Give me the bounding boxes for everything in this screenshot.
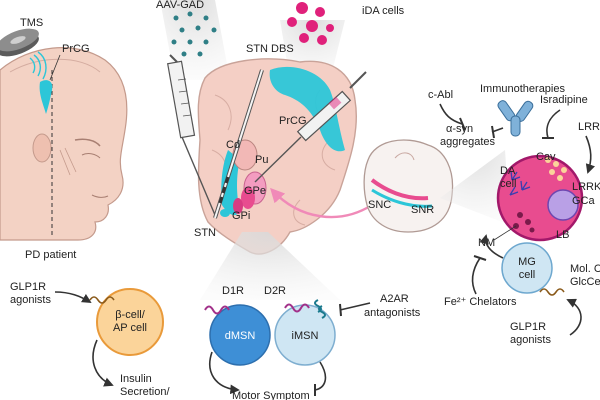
glp1r-left-arrow xyxy=(54,291,92,303)
mg-cell-label-2: cell xyxy=(519,269,536,281)
aav-gad-particles xyxy=(171,11,217,57)
c-abl-label: c-Abl xyxy=(428,89,453,101)
glp1r-receptor-left xyxy=(89,296,115,304)
glp1r-right-label-1: GLP1R xyxy=(510,321,546,333)
fe-inhibit-line xyxy=(471,257,481,295)
ida-cells-label: iDA cells xyxy=(362,5,405,17)
lrr-arrow xyxy=(585,135,595,174)
nigrostriatal-projection xyxy=(270,187,373,219)
midbrain-section xyxy=(363,139,454,233)
insulin-label-2: Secretion/ xyxy=(120,386,170,398)
pu-label: Pu xyxy=(255,154,268,166)
prcg-leader xyxy=(49,54,61,81)
alpha-syn-aggregates xyxy=(509,170,531,196)
tms-label: TMS xyxy=(20,17,43,29)
lewy-body xyxy=(547,189,579,221)
cortex-cyan-left xyxy=(221,150,240,216)
insulin-label-1: Insulin xyxy=(120,373,152,385)
prcg-label-left: PrCG xyxy=(62,43,90,55)
beta-cell xyxy=(96,288,164,356)
c-abl-inhibit-line xyxy=(439,103,463,125)
fe-inhibit-bar xyxy=(473,255,487,261)
lrr-label: LRR xyxy=(578,121,600,133)
asyn-label-1: α-syn xyxy=(446,123,473,135)
dmsn-motor-arrow xyxy=(209,351,240,395)
mg-cell xyxy=(501,242,553,294)
imsn-motor-line xyxy=(314,361,327,391)
a2ar-label-1: A2AR xyxy=(380,293,409,305)
ida-syringe xyxy=(254,71,367,183)
gpe-label: GPe xyxy=(244,185,266,197)
glp1r-left-label-1: GLP1R xyxy=(10,281,46,293)
gpe-region xyxy=(241,187,255,209)
asyn-label-2: aggregates xyxy=(440,136,496,148)
glp1r-right-arrow xyxy=(566,298,582,336)
pd-patient-head xyxy=(0,47,128,241)
lb-label: LB xyxy=(556,229,569,241)
d1r-label: D1R xyxy=(222,285,244,297)
a2ar-inhibit-bar xyxy=(339,303,342,317)
mol-label-1: Mol. C xyxy=(570,263,600,275)
a2ar-inhibit-line xyxy=(339,302,371,311)
beta-cell-label-2: AP cell xyxy=(113,322,147,334)
isradipine-label: Isradipine xyxy=(540,94,588,106)
mol-label-2: GlcCe xyxy=(570,276,600,288)
lrrk-label: LRRK xyxy=(572,181,600,193)
gpi-label: GPi xyxy=(232,210,250,222)
ida-cells-cluster xyxy=(287,2,334,45)
glp1r-right-label-2: agonists xyxy=(510,334,551,346)
prcg-brain-label: PrCG xyxy=(279,115,307,127)
isradipine-inhibit-line xyxy=(546,109,561,139)
da-cell-label-1: DA xyxy=(500,165,516,177)
c-abl-inhibit-bar xyxy=(459,117,466,131)
prcg-region-left xyxy=(39,80,53,114)
d1r-receptor xyxy=(204,305,230,315)
cav-channels xyxy=(545,157,567,181)
snr-label: SNR xyxy=(411,204,434,216)
aav-gad-label: AAV-GAD xyxy=(156,0,204,11)
dmsn-cell xyxy=(209,304,271,366)
a2ar-label-2: antagonists xyxy=(364,307,421,319)
midbrain-detail xyxy=(394,152,415,161)
gca-label: GCa xyxy=(572,195,596,207)
stn-region xyxy=(220,209,230,217)
d2r-label: D2R xyxy=(264,285,286,297)
pd-patient-label: PD patient xyxy=(25,249,76,261)
fe-chelators-label: Fe²⁺ Chelators xyxy=(444,296,517,308)
aav-syringe xyxy=(166,54,216,216)
prcg-region-brain xyxy=(269,66,345,152)
snr-band xyxy=(371,188,433,208)
snc-band xyxy=(370,178,429,201)
imsn-label: iMSN xyxy=(292,330,319,342)
da-cell-label-2: cell xyxy=(500,178,517,190)
cd-label: Cd xyxy=(226,139,240,151)
tms-coil xyxy=(0,28,39,57)
snc-label: SNC xyxy=(368,199,391,211)
da-cell-beam xyxy=(440,150,510,225)
a2ar-receptor xyxy=(314,299,326,319)
immuno-inhibit-bar xyxy=(491,125,495,139)
gpi-region xyxy=(233,198,243,214)
glp1r-receptor-right xyxy=(539,288,565,296)
insulin-arrow xyxy=(92,339,114,387)
stn-dbs-label: STN DBS xyxy=(246,43,294,55)
msn-beam xyxy=(200,232,340,300)
immunotherapies-label: Immunotherapies xyxy=(480,83,565,95)
cav-label: Cav xyxy=(536,151,556,163)
dmsn-label: dMSN xyxy=(225,330,256,342)
stn-label: STN xyxy=(194,227,216,239)
beta-cell-label-1: β-cell/ xyxy=(115,309,145,321)
d2r-receptor xyxy=(284,303,310,313)
antibody-icon xyxy=(497,100,534,137)
glp1r-left-label-2: agonists xyxy=(10,294,51,306)
mg-to-nm-arrow xyxy=(479,234,504,259)
tms-waves xyxy=(29,51,47,80)
motor-symptom-label: Motor Symptom xyxy=(232,390,310,400)
dbs-electrode xyxy=(213,69,264,219)
nm-leader xyxy=(493,225,517,241)
mg-cell-label-1: MG xyxy=(518,256,536,268)
